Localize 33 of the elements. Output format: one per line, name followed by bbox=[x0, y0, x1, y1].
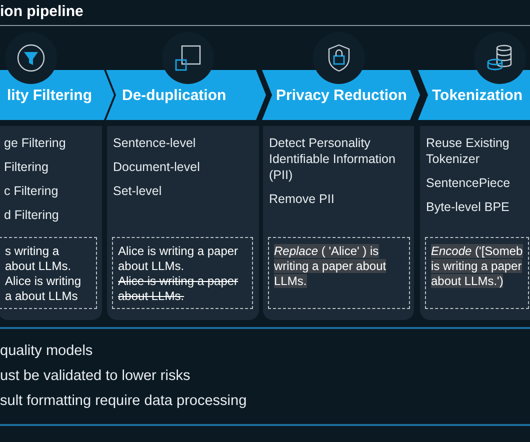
note-text: quality models bbox=[0, 343, 93, 359]
method-item: Reuse Existing Tokenizer bbox=[426, 135, 510, 167]
note-text: ust be validated to lower risks bbox=[0, 368, 190, 384]
method-item: Detect Personality Identifiable Information (PII) bbox=[269, 135, 396, 183]
example-box bbox=[425, 237, 529, 309]
method-item: SentencePiece bbox=[426, 175, 512, 191]
stage-card bbox=[107, 126, 259, 320]
example-box bbox=[112, 237, 253, 309]
stage-title: Tokenization bbox=[432, 86, 523, 104]
example-box bbox=[0, 237, 97, 309]
method-item: Remove PII bbox=[269, 191, 336, 207]
example-text: Alice is writing a paper about LLMs. bbox=[118, 244, 240, 274]
title: ion pipeline bbox=[0, 3, 84, 20]
method-item: Filtering bbox=[4, 159, 50, 175]
struck-duplicate-text: Alice is writing a paper about LLMs. bbox=[118, 274, 238, 303]
stage-title: Privacy Reduction bbox=[276, 86, 407, 104]
note-text: sult formatting require data processing bbox=[0, 393, 247, 409]
method-item: Sentence-level bbox=[113, 135, 197, 151]
method-item: Document-level bbox=[113, 159, 201, 175]
stage-title: lity Filtering bbox=[6, 86, 92, 104]
method-item: d Filtering bbox=[4, 207, 60, 223]
method-item: ge Filtering bbox=[4, 135, 67, 151]
example-text: Replace ( 'Alice' ) is writing a paper about LLMs. bbox=[274, 244, 388, 289]
method-item: Set-level bbox=[113, 183, 163, 199]
stage-card bbox=[263, 126, 414, 320]
example-box bbox=[268, 237, 410, 309]
stage-card bbox=[420, 126, 530, 320]
method-item: Byte-level BPE bbox=[426, 199, 510, 215]
method-item: c Filtering bbox=[4, 183, 60, 199]
stage-card bbox=[0, 126, 102, 320]
example-text: s writing a about LLMs. Alice is writing a about LLMs bbox=[5, 244, 82, 304]
stage-title: De-duplication bbox=[122, 86, 226, 104]
example-text: Encode ('[Someb is writing a paper about LLMs.') bbox=[431, 244, 523, 289]
